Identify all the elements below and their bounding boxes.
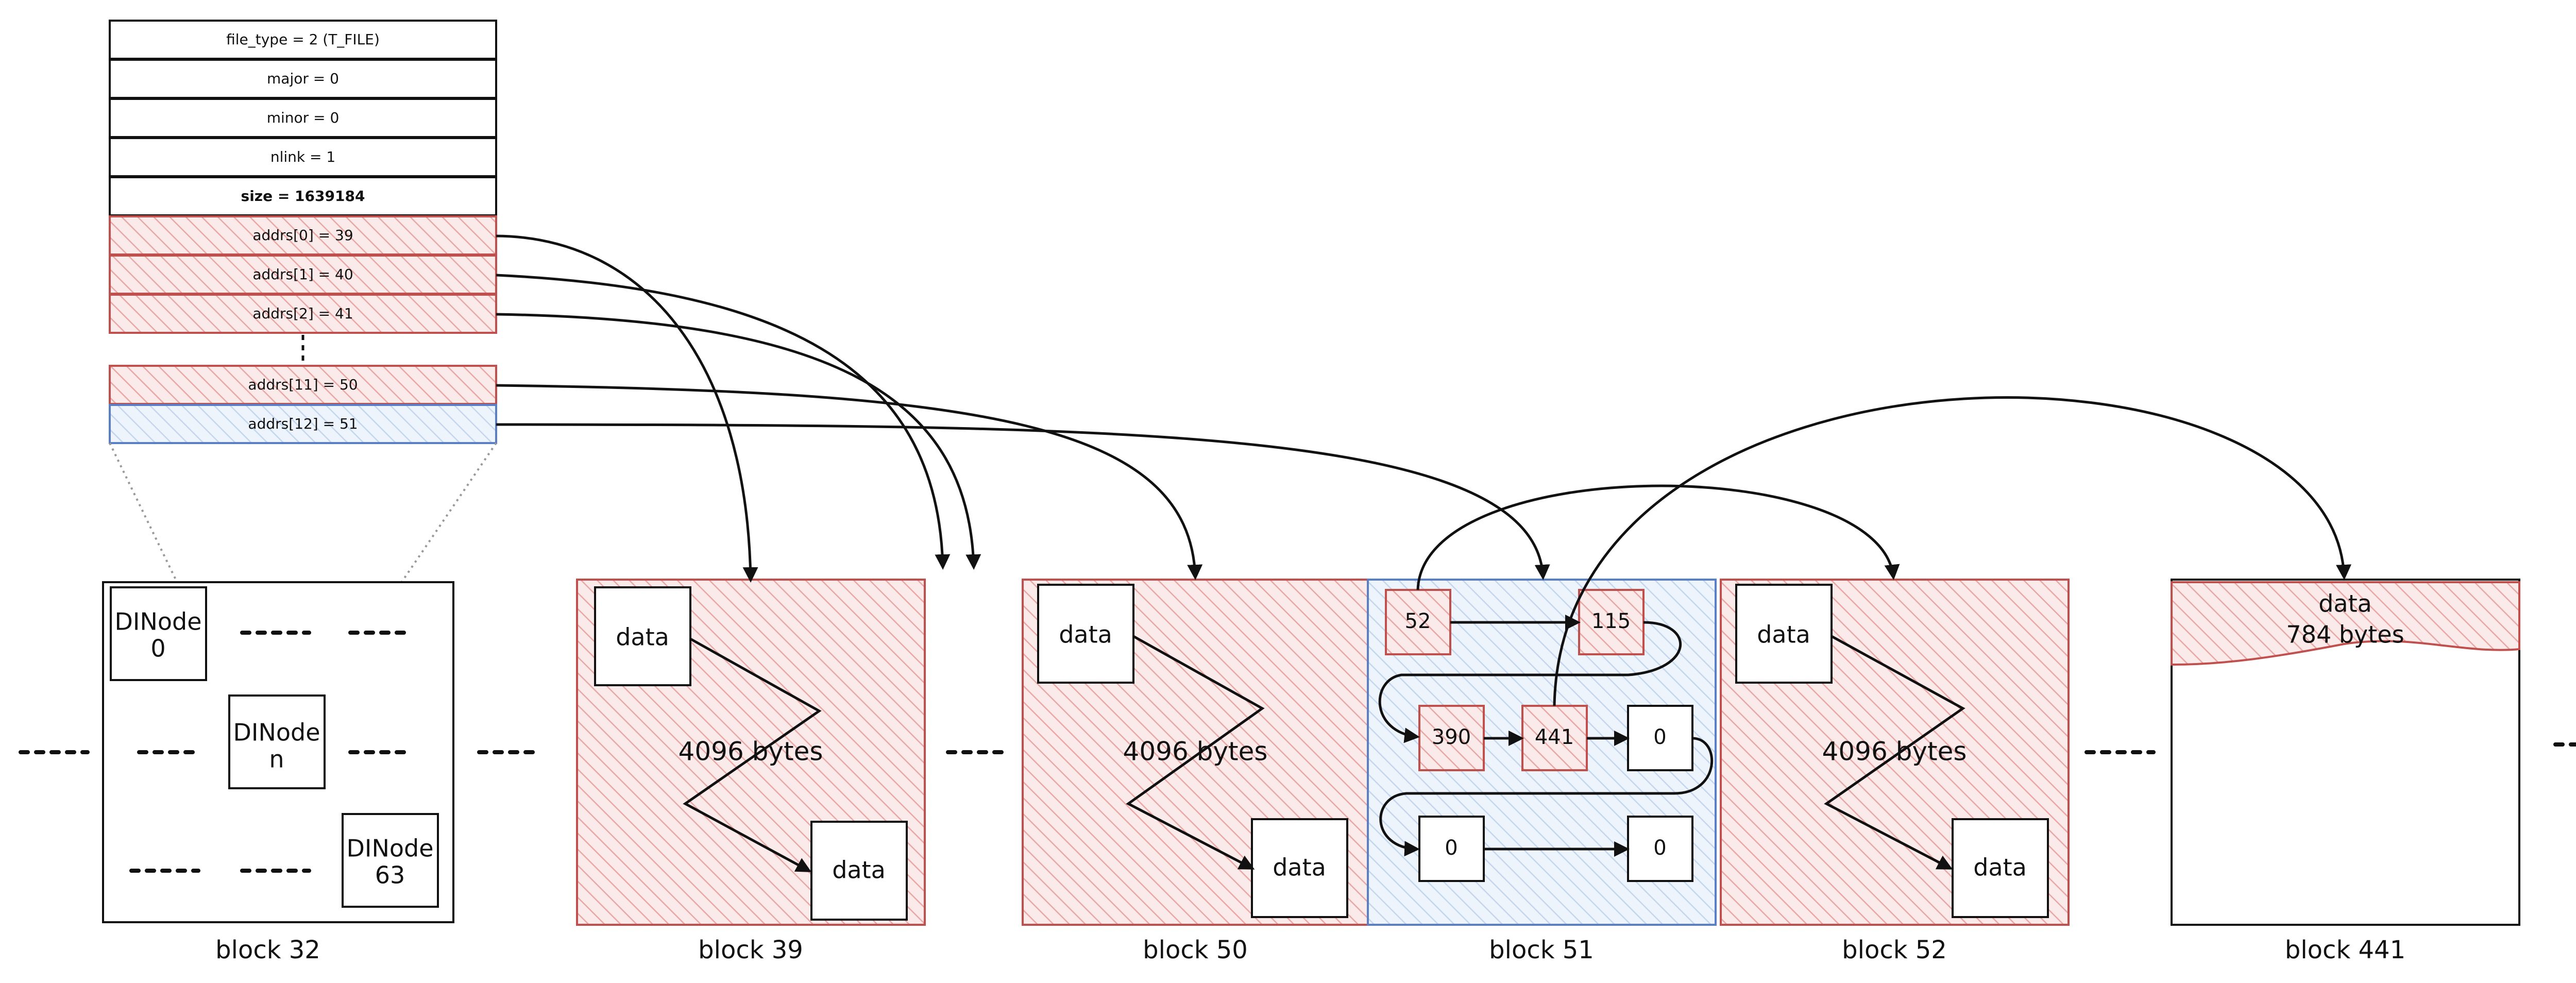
b51-entry-115-box — [1578, 589, 1645, 655]
field-addr12-text: addrs[12] = 51 — [248, 415, 358, 432]
block-50-data-top-box — [1037, 584, 1134, 684]
field-nlink-text: nlink = 1 — [270, 148, 335, 165]
block-39-data-top-box — [594, 586, 691, 686]
block-50-size: 4096 bytes — [1123, 737, 1268, 767]
b51-entry-390-box — [1418, 705, 1485, 771]
block-51-label: block 51 — [1489, 936, 1594, 964]
b51-entry-zero-3-box — [1627, 816, 1693, 882]
field-nlink — [109, 137, 497, 177]
field-minor-text: minor = 0 — [267, 109, 340, 126]
field-addr11-text: addrs[11] = 50 — [248, 376, 358, 393]
arrow-entry52-to-block52 — [1416, 484, 1900, 590]
block-50-label: block 50 — [1143, 936, 1248, 964]
block-441: data 784 bytes block 441 — [2171, 579, 2520, 964]
field-addr11 — [109, 365, 497, 405]
field-size-text: size = 1639184 — [241, 188, 365, 205]
block-39-size: 4096 bytes — [679, 737, 823, 767]
field-file-type — [109, 20, 497, 60]
dinode-63-label: DINode — [346, 835, 433, 862]
dinode-0-label: DINode — [114, 608, 201, 636]
arrow-addr2-to-block41 — [496, 313, 981, 570]
field-file-type-text: file_type = 2 (T_FILE) — [226, 31, 380, 48]
block-52-data-top: data — [1757, 621, 1810, 649]
dinode-n-box — [228, 694, 326, 789]
b51-entry-441: 441 — [1535, 725, 1574, 749]
block-50-data-top: data — [1059, 621, 1112, 649]
block-39-data-bottom: data — [832, 856, 886, 884]
block-52-size: 4096 bytes — [1822, 737, 1967, 767]
block-52-label: block 52 — [1842, 936, 1947, 964]
dinode-n-label: DINode — [233, 719, 320, 747]
arrow-entry441-to-block441 — [1553, 396, 2351, 706]
block-39-label: block 39 — [698, 936, 803, 964]
arrow-addr11-to-block50 — [496, 384, 1203, 580]
b51-entry-zero-3: 0 — [1653, 836, 1666, 860]
block-50-zigzag — [1126, 635, 1265, 870]
block-39-data-bottom-box — [810, 821, 908, 921]
block-50-data-bottom: data — [1273, 854, 1326, 882]
field-major-text: major = 0 — [267, 70, 339, 87]
block-441-size: 784 bytes — [2286, 621, 2404, 649]
block-50: data data 4096 bytes block 50 — [1022, 579, 1369, 964]
field-addr1-text: addrs[1] = 40 — [252, 266, 353, 283]
b51-entry-390: 390 — [1432, 725, 1471, 749]
block-51: 52 115 390 441 0 0 0 block 51 — [1367, 579, 1717, 964]
block-441-data: data — [2318, 590, 2372, 618]
dinode-63-index: 63 — [375, 861, 405, 889]
block-39-data-top: data — [616, 623, 669, 651]
b51-arrow-115-390 — [1378, 621, 1682, 743]
block-441-data-region — [2171, 581, 2520, 666]
field-addr2 — [109, 294, 497, 334]
b51-entry-52: 52 — [1405, 609, 1431, 633]
b51-entry-115: 115 — [1591, 609, 1631, 633]
field-major — [109, 59, 497, 99]
b51-entry-zero-1-box — [1627, 705, 1693, 771]
block-50-data-bottom-box — [1251, 818, 1348, 918]
field-addr2-text: addrs[2] = 41 — [252, 305, 353, 322]
b51-entry-zero-1: 0 — [1653, 725, 1666, 749]
block-32-label: block 32 — [215, 936, 320, 964]
field-addr0-text: addrs[0] = 39 — [252, 227, 353, 244]
block-52-zigzag — [1824, 635, 1965, 870]
block-39-zigzag — [683, 637, 822, 872]
b51-entry-zero-2-box — [1418, 816, 1485, 882]
arrow-addr12-to-block51 — [496, 423, 1550, 580]
dinode-63-box — [342, 813, 439, 908]
b51-entry-zero-2: 0 — [1445, 836, 1458, 860]
dinode-0-box — [110, 586, 207, 681]
block-52-data-top-box — [1735, 584, 1833, 684]
block-52: data data 4096 bytes block 52 — [1720, 579, 2070, 964]
inode-struct: file_type = 2 (T_FILE) major = 0 minor =… — [109, 20, 497, 444]
arrow-addr1-to-block40 — [496, 274, 951, 570]
dinode-n-index: n — [269, 745, 284, 773]
block-32: DINode 0 DINode n DINode 63 block 32 — [102, 581, 454, 964]
block-52-data-bottom: data — [1973, 854, 2027, 882]
dinode-0-index: 0 — [150, 635, 165, 663]
field-addr12 — [109, 404, 497, 444]
block-441-label: block 441 — [2285, 936, 2405, 964]
b51-arrow-0-0a — [1379, 737, 1714, 857]
block-39: data data 4096 bytes block 39 — [576, 579, 926, 964]
block-52-data-bottom-box — [1952, 818, 2049, 918]
field-addr0 — [109, 215, 497, 256]
